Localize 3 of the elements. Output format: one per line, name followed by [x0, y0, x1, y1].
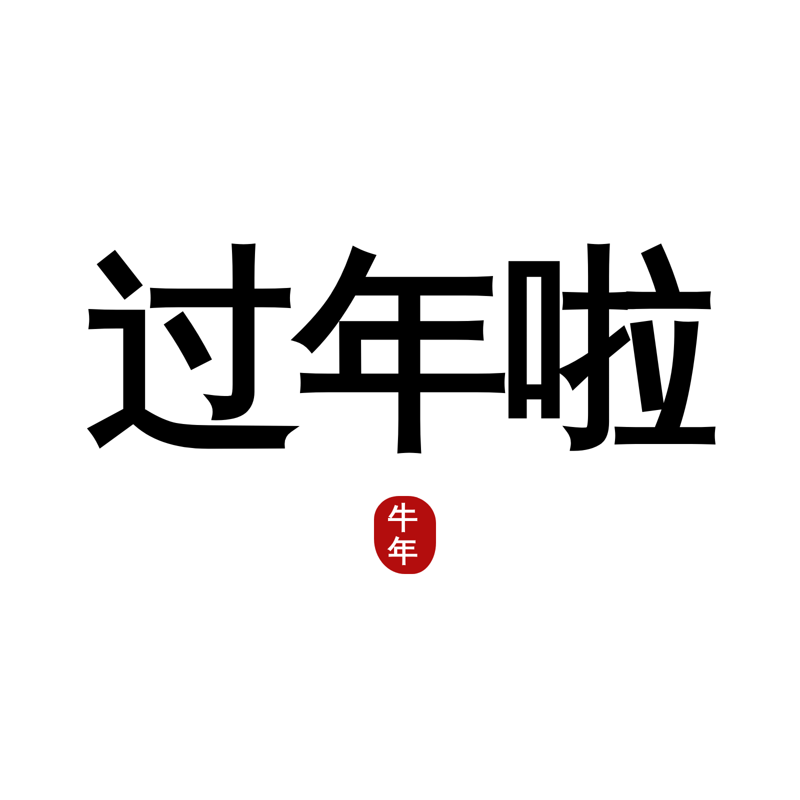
seal-stamp	[374, 496, 436, 574]
title: 过年啦	[86, 221, 715, 477]
seal-text: 牛年	[388, 502, 418, 568]
